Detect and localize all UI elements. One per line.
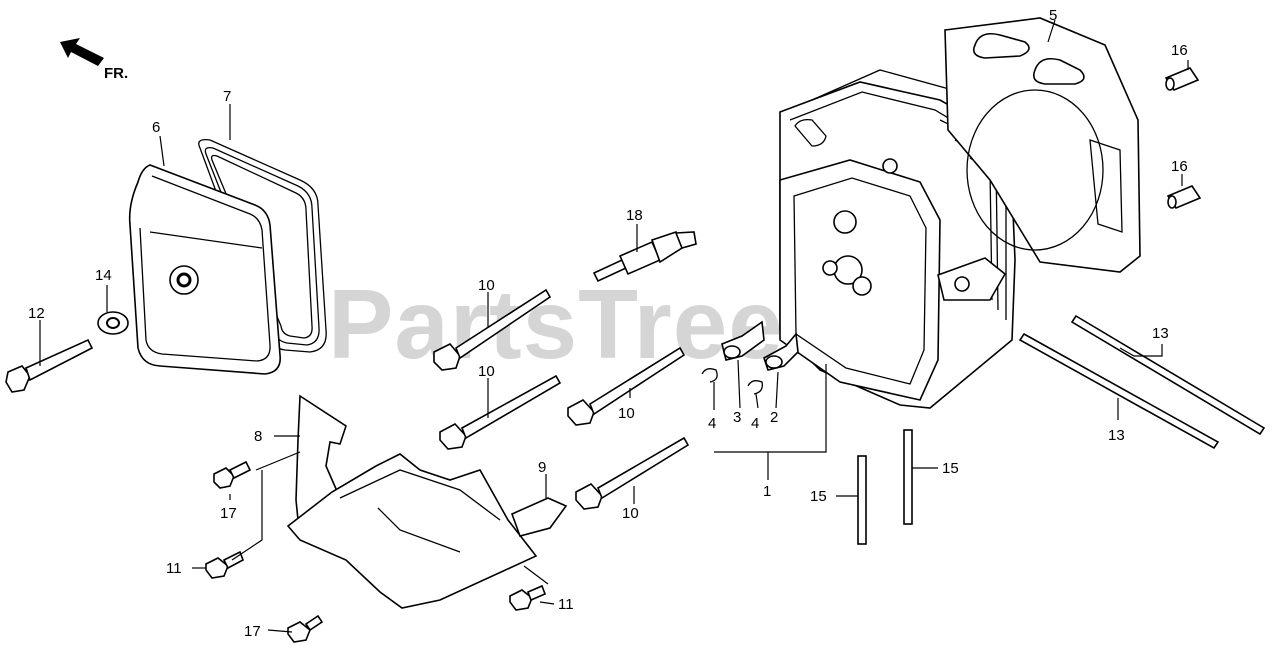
callout-7: 7 [223, 88, 231, 105]
callout-11-left: 11 [166, 560, 182, 577]
head-bolt-middle-right [567, 346, 686, 426]
valve-guide-clip-right [747, 380, 763, 395]
stud-bolt-upper [1070, 314, 1266, 436]
spark-plug [592, 230, 697, 283]
callout-4-left: 4 [708, 415, 716, 432]
callout-10-lower: 10 [622, 505, 639, 522]
cylinder-head-shroud [286, 453, 538, 609]
head-bolt-upper [433, 288, 552, 371]
callout-1: 1 [763, 483, 771, 500]
leader-lines [39, 19, 1189, 633]
callout-2: 2 [770, 409, 778, 426]
callout-13-upper: 13 [1152, 325, 1169, 342]
callout-10-upper: 10 [478, 277, 495, 294]
callout-17-lower: 17 [244, 623, 261, 640]
callout-3: 3 [733, 409, 741, 426]
valve-guide-right [763, 332, 799, 371]
front-direction-label: FR. [104, 65, 128, 82]
callout-10-middle-left: 10 [478, 363, 495, 380]
callout-13-lower: 13 [1108, 427, 1125, 444]
sealing-washer [97, 311, 129, 335]
head-bolt-middle-left [439, 374, 562, 450]
cylinder-head [779, 69, 1016, 409]
dowel-pin-lower [1166, 185, 1202, 209]
callout-11-right: 11 [558, 596, 574, 613]
head-cover [128, 164, 282, 375]
bolt-11-right [509, 584, 547, 611]
watermark-text: PartsTree [328, 269, 784, 379]
shroud-clip-bracket [510, 497, 568, 537]
short-stud-right [903, 429, 913, 525]
callout-8: 8 [254, 428, 262, 445]
callout-4-right: 4 [751, 415, 759, 432]
valve-guide-left [721, 320, 765, 361]
callout-10-middle-right: 10 [618, 405, 635, 422]
callout-17-upper: 17 [220, 505, 237, 522]
arrow-forward-icon [60, 38, 104, 66]
cylinder-head-gasket [944, 17, 1141, 273]
front-direction-indicator: FR. [60, 38, 128, 82]
cover-bolt [5, 338, 94, 393]
callout-5: 5 [1049, 7, 1057, 24]
callout-16-upper: 16 [1171, 42, 1188, 59]
dowel-pin-upper [1164, 67, 1200, 91]
bolt-17-lower [287, 614, 324, 643]
callout-15-right: 15 [942, 460, 959, 477]
valve-guide-clip-left [701, 368, 718, 383]
callout-18: 18 [626, 207, 643, 224]
callout-16-lower: 16 [1171, 158, 1188, 175]
callout-15-left: 15 [810, 488, 827, 505]
callout-12: 12 [28, 305, 45, 322]
short-stud-left [857, 455, 867, 545]
callout-6: 6 [152, 119, 160, 136]
callout-14: 14 [95, 267, 112, 284]
head-bolt-lower [575, 436, 690, 510]
callout-9: 9 [538, 459, 546, 476]
stud-bolt-lower [1018, 332, 1220, 450]
callout-labels: 5 16 16 7 6 14 12 18 10 10 10 10 8 9 17 … [28, 7, 1188, 640]
bolt-17-upper [213, 460, 252, 489]
